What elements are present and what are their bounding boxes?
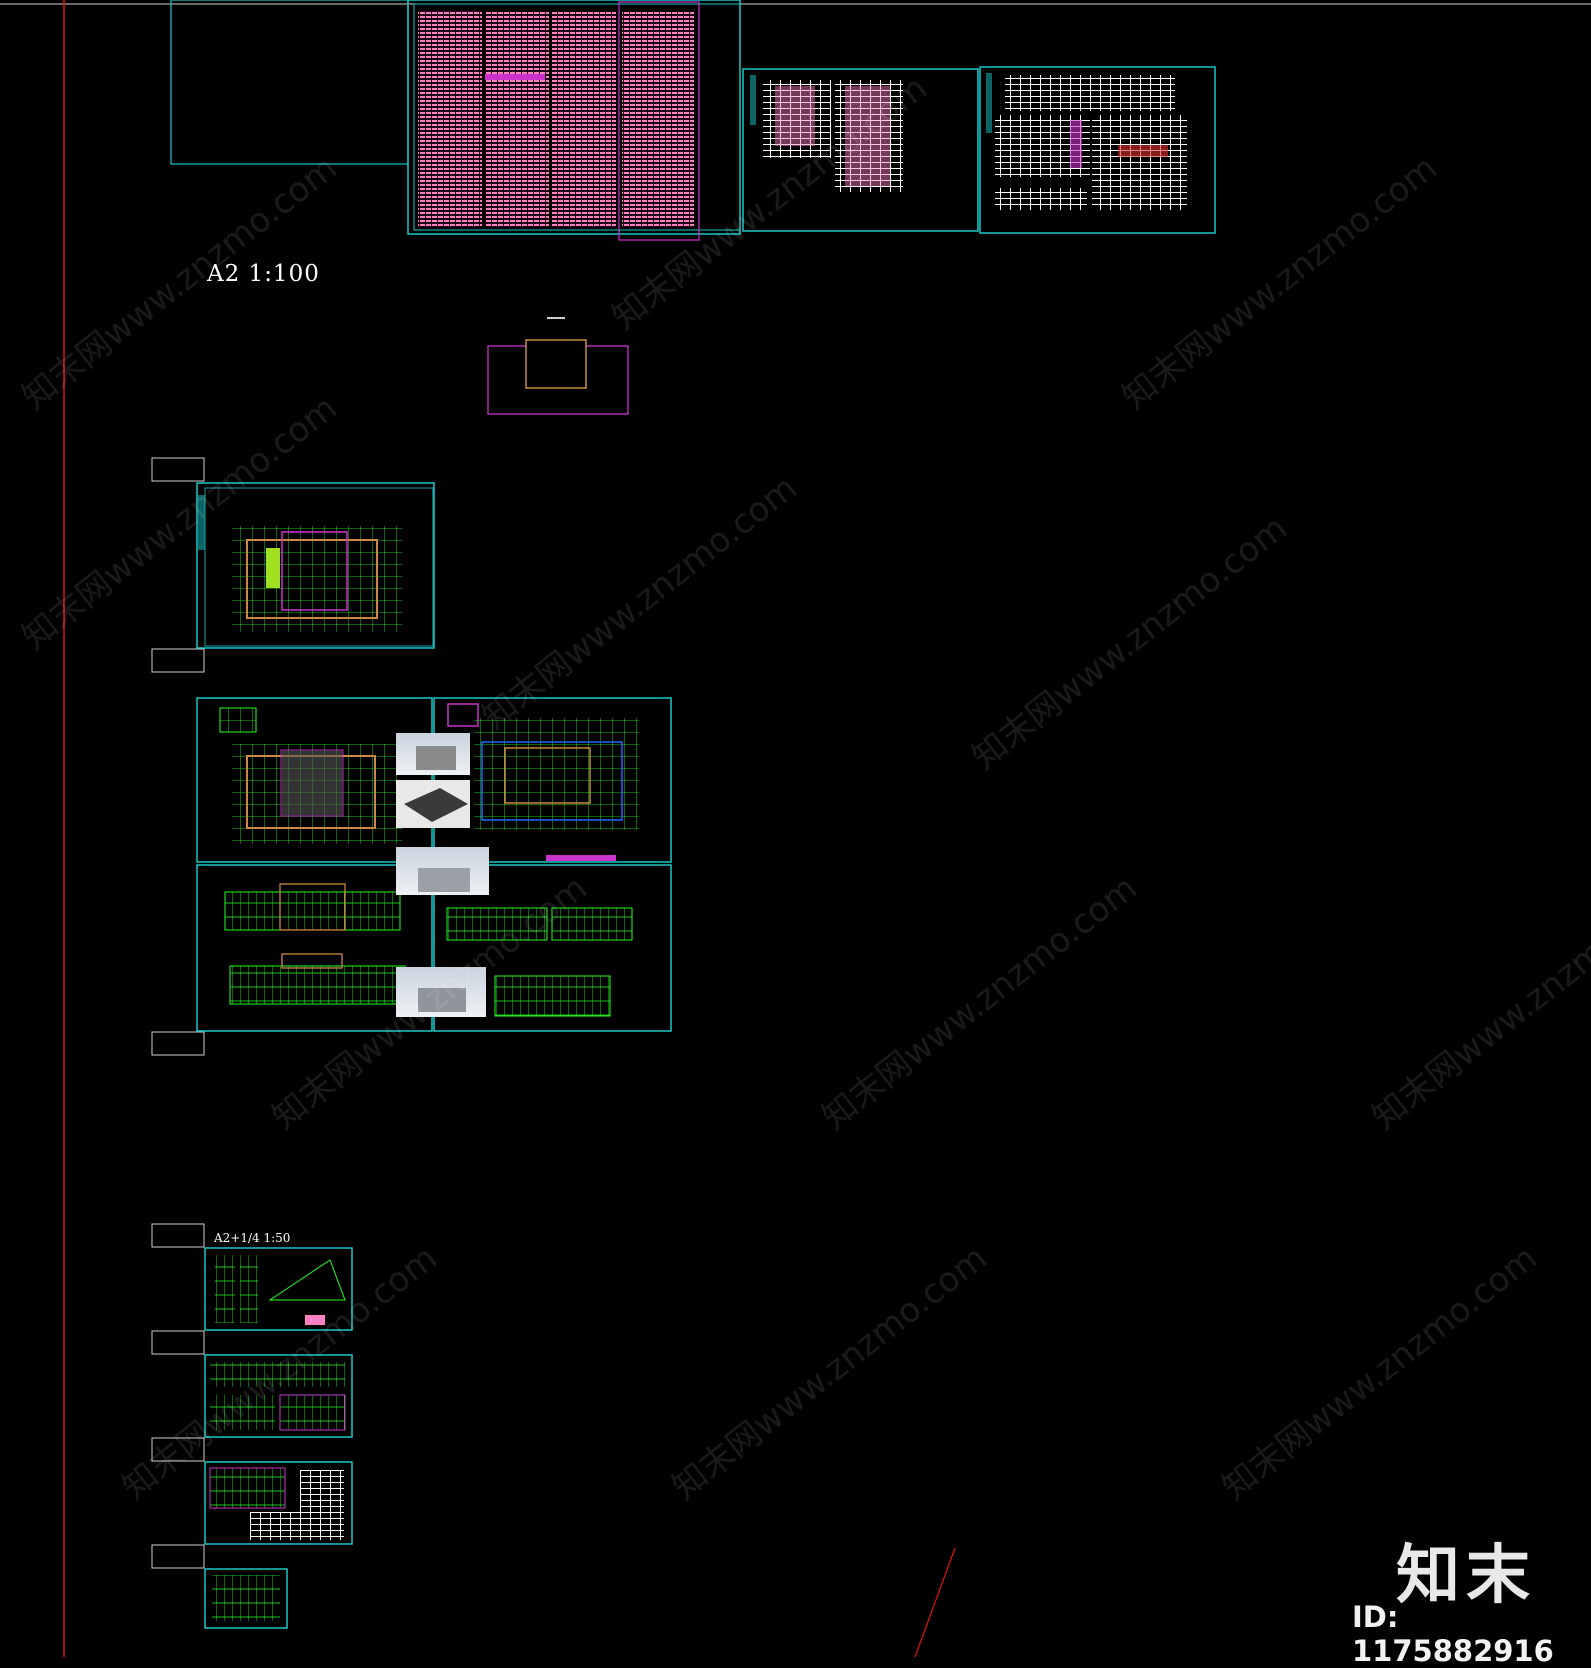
- brand-logo: 知末: [1396, 1539, 1536, 1613]
- sheet-floor-plan: [196, 482, 435, 649]
- asset-id-label: ID: 1175882916: [1352, 1600, 1554, 1668]
- sheet-title-tabs: [151, 457, 205, 1569]
- scale-label-a2-quarter: A2+1/4 1:50: [214, 1231, 291, 1245]
- sheet-details: [204, 1247, 353, 1629]
- key-plan-diagram: [487, 317, 629, 415]
- sheet-group-plans-elevations: [196, 697, 672, 1032]
- sheet-door-window-table: [979, 66, 1216, 234]
- sheet-design-notes: [407, 0, 741, 241]
- scale-label-a2: A2 1:100: [207, 261, 320, 287]
- red-diagonal-line: [914, 1547, 956, 1657]
- sheet-blank-top: [170, 0, 409, 165]
- sheet-schedules: [742, 68, 979, 232]
